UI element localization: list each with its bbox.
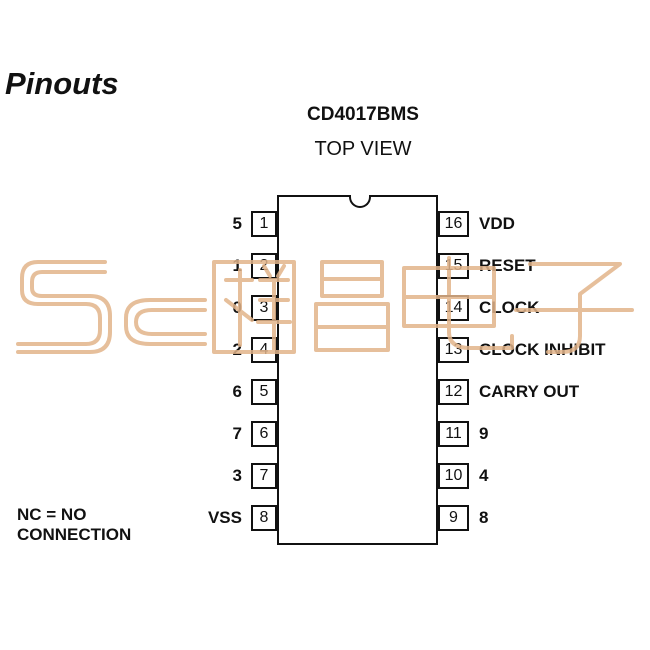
pin-function-label: RESET <box>479 256 536 275</box>
pin-number-box: 10 <box>438 463 469 489</box>
pin-function-label: 1 <box>232 256 242 275</box>
part-number: CD4017BMS <box>307 104 419 125</box>
left-pin-4: 2 4 <box>150 336 277 364</box>
nc-note-line-2: CONNECTION <box>17 525 132 544</box>
pin-number-box: 6 <box>251 421 277 447</box>
right-pin-10: 10 4 <box>438 462 648 490</box>
pin-number-box: 2 <box>251 253 277 279</box>
pin-function-label: 5 <box>232 214 242 233</box>
right-pin-14: 14 CLOCK <box>438 294 648 322</box>
pin-number-box: 15 <box>438 253 469 279</box>
pin-function-label: 3 <box>232 466 242 485</box>
pin-number-box: 11 <box>438 421 469 447</box>
right-pin-9: 9 8 <box>438 504 648 532</box>
left-pin-8: VSS 8 <box>150 504 277 532</box>
pin-function-label: 8 <box>479 508 489 527</box>
pin-number-box: 4 <box>251 337 277 363</box>
pin-function-label: CLOCK INHIBIT <box>479 340 606 359</box>
left-pin-7: 3 7 <box>150 462 277 490</box>
nc-note: NC = NO CONNECTION <box>17 505 131 545</box>
pin-function-label: 6 <box>232 382 242 401</box>
pin-number-box: 14 <box>438 295 469 321</box>
nc-note-line-1: NC = NO <box>17 505 87 524</box>
pin-number-box: 8 <box>251 505 277 531</box>
watermark-letter-s-inner <box>16 270 112 354</box>
left-pin-3: 0 3 <box>150 294 277 322</box>
left-pin-1: 5 1 <box>150 210 277 238</box>
ic-package-body <box>277 195 438 545</box>
pin-number-box: 5 <box>251 379 277 405</box>
pin-function-label: 0 <box>232 298 242 317</box>
pin-function-label: 9 <box>479 424 489 443</box>
right-pin-16: 16 VDD <box>438 210 648 238</box>
pin-function-label: CARRY OUT <box>479 382 580 401</box>
pin-function-label: VDD <box>479 214 515 233</box>
view-label: TOP VIEW <box>314 138 412 160</box>
pin-function-label: 7 <box>232 424 242 443</box>
left-pin-2: 1 2 <box>150 252 277 280</box>
pin-function-label: 2 <box>232 340 242 359</box>
pin-function-label: VSS <box>207 508 242 527</box>
pin-number-box: 3 <box>251 295 277 321</box>
right-pin-13: 13 CLOCK INHIBIT <box>438 336 648 364</box>
right-pin-12: 12 CARRY OUT <box>438 378 648 406</box>
section-title: Pinouts <box>5 66 119 101</box>
pin-number-box: 1 <box>251 211 277 237</box>
pin-number-box: 13 <box>438 337 469 363</box>
pin-number-box: 9 <box>438 505 469 531</box>
pin-number-box: 7 <box>251 463 277 489</box>
pin-function-label: 4 <box>479 466 489 485</box>
pin-number-box: 12 <box>438 379 469 405</box>
left-pin-6: 7 6 <box>150 420 277 448</box>
pin1-notch <box>349 195 371 208</box>
pin-function-label: CLOCK <box>479 298 540 317</box>
right-pin-11: 11 9 <box>438 420 648 448</box>
watermark-letter-s <box>16 260 107 346</box>
pin-number-box: 16 <box>438 211 469 237</box>
left-pin-5: 6 5 <box>150 378 277 406</box>
right-pin-15: 15 RESET <box>438 252 648 280</box>
